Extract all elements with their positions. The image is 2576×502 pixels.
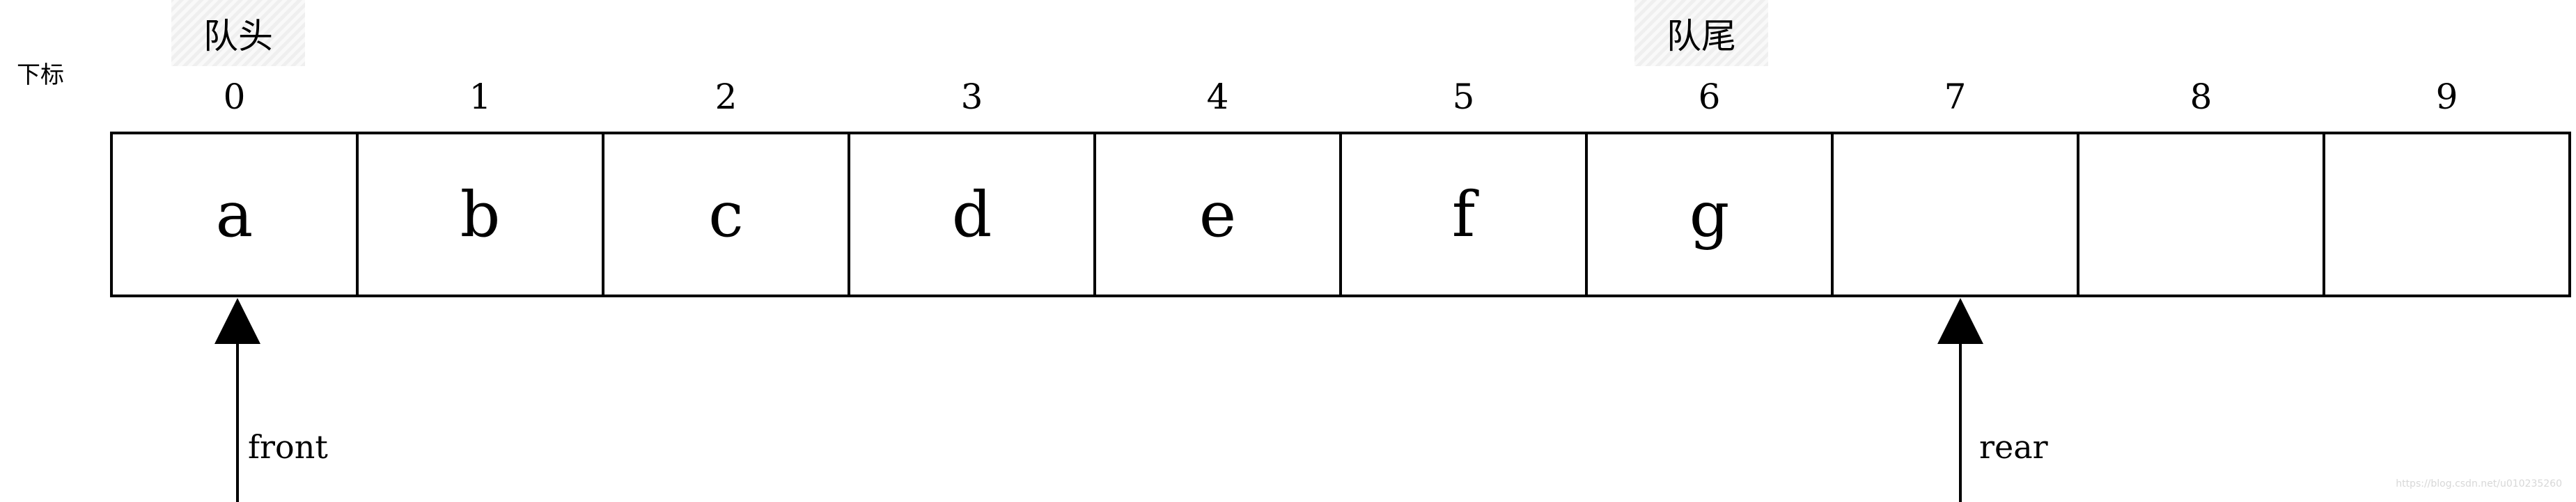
index-heading: 下标 — [17, 61, 64, 89]
queue-cell-8 — [2079, 134, 2325, 295]
queue-array: a b c d e f g — [110, 132, 2571, 297]
front-label: front — [248, 428, 328, 466]
index-2: 2 — [715, 77, 737, 117]
queue-cell-3: d — [850, 134, 1096, 295]
index-0: 0 — [223, 77, 246, 117]
index-9: 9 — [2435, 77, 2458, 117]
front-arrow — [214, 298, 260, 502]
queue-cell-9 — [2325, 134, 2571, 295]
front-arrow-head — [214, 298, 260, 344]
index-3: 3 — [960, 77, 983, 117]
head-tag: 队头 — [171, 0, 305, 66]
rear-arrow — [1937, 298, 1983, 502]
tail-tag: 队尾 — [1634, 0, 1768, 66]
queue-cell-0: a — [113, 134, 359, 295]
index-6: 6 — [1698, 77, 1721, 117]
index-8: 8 — [2189, 77, 2212, 117]
index-5: 5 — [1452, 77, 1475, 117]
queue-cell-7 — [1834, 134, 2079, 295]
queue-cell-5: f — [1342, 134, 1588, 295]
watermark: https://blog.csdn.net/u010235260 — [2396, 478, 2562, 489]
queue-cell-2: c — [604, 134, 850, 295]
index-4: 4 — [1206, 77, 1229, 117]
queue-cell-1: b — [359, 134, 604, 295]
index-1: 1 — [469, 77, 492, 117]
index-7: 7 — [1944, 77, 1967, 117]
queue-cell-4: e — [1096, 134, 1342, 295]
rear-arrow-head — [1937, 298, 1983, 344]
queue-cell-6: g — [1588, 134, 1834, 295]
rear-label: rear — [1979, 428, 2048, 466]
